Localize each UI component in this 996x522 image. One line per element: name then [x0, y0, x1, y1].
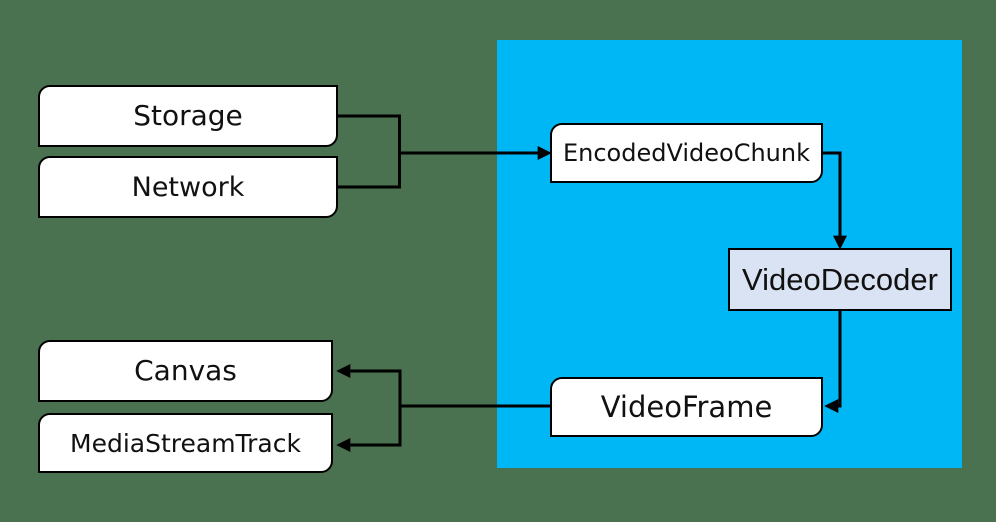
node-canvas: Canvas: [38, 340, 333, 402]
node-video-frame: VideoFrame: [550, 377, 823, 437]
node-video-decoder: VideoDecoder: [728, 248, 952, 311]
node-encoded-video-chunk: EncodedVideoChunk: [550, 123, 823, 183]
node-storage: Storage: [38, 85, 338, 147]
node-network: Network: [38, 156, 338, 218]
edge-sources-junction: [338, 114, 401, 189]
edge-videoframe-to-mediastreamtrack: [336, 406, 402, 452]
node-media-stream-track: MediaStreamTrack: [38, 413, 333, 473]
